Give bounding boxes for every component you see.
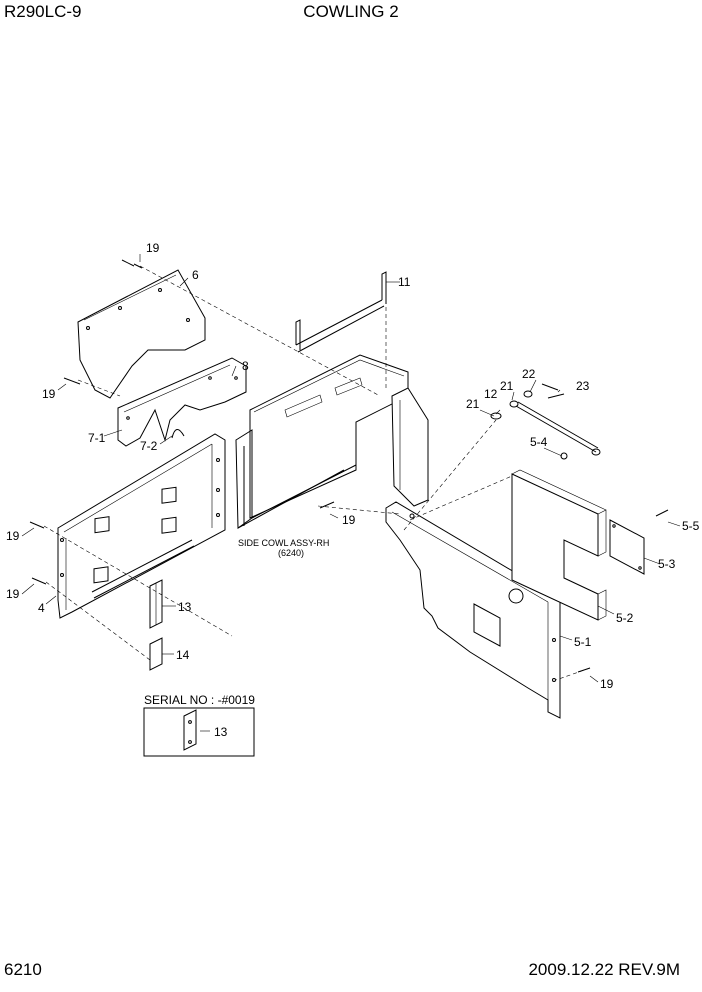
callout-12: 12 (484, 387, 498, 401)
revision-date: 2009.12.22 REV.9M (528, 960, 680, 979)
side-cowl-ref: (6240) (278, 548, 304, 558)
callout-4: 4 (38, 601, 45, 615)
serial-note: SERIAL NO : -#0019 (144, 693, 255, 707)
part-12-stay-rod (509, 400, 601, 456)
model-number: R290LC-9 (4, 2, 82, 21)
part-11-rod (295, 271, 387, 353)
callout-8: 8 (242, 359, 249, 373)
serial-note-box (143, 707, 255, 757)
callout-6: 6 (192, 268, 199, 282)
side-cowl-note: SIDE COWL ASSY-RH (238, 538, 329, 548)
page-title: COWLING 2 (303, 2, 399, 21)
part-4-side-panel (57, 433, 226, 619)
callout-19: 19 (600, 677, 614, 691)
fasteners (29, 259, 669, 673)
callout-13: 13 (214, 725, 228, 739)
part-6-cover-plate (77, 269, 206, 399)
part-13-bracket (149, 579, 163, 629)
callout-19: 19 (42, 387, 56, 401)
callout-19: 19 (146, 241, 160, 255)
part-5-2-pad (511, 469, 607, 621)
callout-5-1: 5-1 (574, 635, 592, 649)
callout-22: 22 (522, 367, 536, 381)
callout-19: 19 (342, 513, 356, 527)
part-14-bracket (149, 637, 163, 671)
callout-21: 21 (466, 397, 480, 411)
callout-14: 14 (176, 648, 190, 662)
callout-19: 19 (6, 529, 20, 543)
part-7-1-plate (117, 357, 247, 447)
part-7-2-clip (171, 429, 185, 439)
callout-7-2: 7-2 (140, 439, 158, 453)
callout-5-4: 5-4 (530, 435, 548, 449)
callout-21: 21 (500, 379, 514, 393)
callout-7-1: 7-1 (88, 431, 106, 445)
part-5-3-plate (609, 519, 645, 575)
callout-5-3: 5-3 (658, 557, 676, 571)
page-number: 6210 (4, 960, 42, 979)
callout-11: 11 (398, 275, 411, 289)
side-cowl-assy (235, 354, 429, 529)
assembly-lines (43, 265, 591, 681)
callout-5-2: 5-2 (616, 611, 634, 625)
callout-19: 19 (6, 587, 20, 601)
callout-5-5: 5-5 (682, 519, 700, 533)
callout-23: 23 (576, 379, 590, 393)
leader-lines (21, 254, 681, 732)
callout-13: 13 (178, 600, 192, 614)
